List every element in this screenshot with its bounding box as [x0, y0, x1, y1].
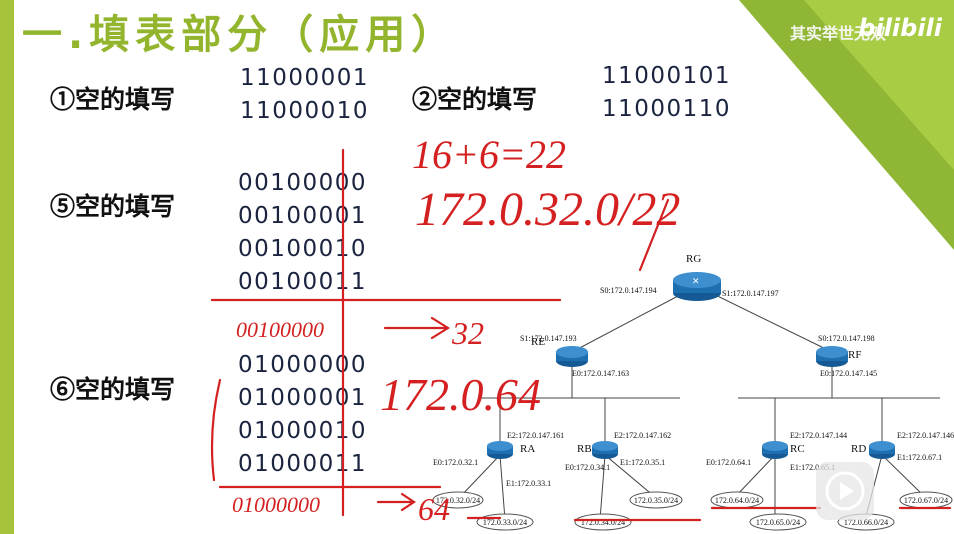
- ink-calc: 16+6=22: [412, 132, 566, 177]
- blank-5-label: ⑤空的填写: [50, 192, 176, 221]
- blank-6-label: ⑥空的填写: [50, 375, 176, 404]
- router-rc-icon: [762, 441, 788, 459]
- port-label: S0:172.0.147.194: [600, 286, 657, 295]
- blank-5-values: 00100000 00100001 00100010 00100011: [238, 167, 367, 299]
- port-label: E1:172.0.65.1: [790, 463, 835, 472]
- router-name: RF: [848, 349, 861, 361]
- router-name: RB: [577, 443, 592, 455]
- port-label: E1:172.0.67.1: [897, 453, 942, 462]
- port-label: E1:172.0.33.1: [506, 479, 551, 488]
- ink-arrow: [383, 316, 451, 340]
- router-name: RA: [520, 443, 535, 455]
- slide-title: 一.填表部分（应用）: [22, 12, 458, 58]
- ink-result-6: 172.0.64: [380, 369, 541, 420]
- binary-value: 01000000: [238, 352, 368, 378]
- svg-text:✕: ✕: [692, 276, 700, 286]
- port-label: E2:172.0.147.144: [790, 431, 847, 440]
- port-label: E2:172.0.147.146: [897, 431, 954, 440]
- blank-1-values: 11000001 11000010: [240, 62, 369, 128]
- blank-2-label: ②空的填写: [412, 85, 538, 114]
- lan-label: 172.0.67.0/24: [904, 496, 948, 505]
- binary-value: 11000001: [240, 65, 370, 91]
- port-label: E2:172.0.147.162: [614, 431, 671, 440]
- lan-label: 172.0.35.0/24: [634, 496, 678, 505]
- port-label: E0:172.0.32.1: [433, 458, 478, 467]
- binary-value: 00100011: [238, 269, 368, 295]
- ink-bracket: [210, 378, 222, 482]
- lan-label: 172.0.33.0/24: [483, 518, 527, 527]
- router-name: RE: [531, 336, 545, 348]
- lan-label: 172.0.66.0/24: [844, 518, 888, 527]
- port-label: E1:172.0.35.1: [620, 458, 665, 467]
- binary-value: 01000001: [238, 385, 368, 411]
- binary-value: 00100010: [238, 236, 368, 262]
- binary-value: 11000101: [602, 63, 732, 89]
- port-label: S0:172.0.147.198: [818, 334, 875, 343]
- port-label: S1:172.0.147.193: [520, 334, 577, 343]
- ink-result-5: 172.0.32.0/22: [415, 183, 680, 236]
- blank-6-values: 01000000 01000001 01000010 01000011: [238, 349, 367, 481]
- port-label: E0:172.0.64.1: [706, 458, 751, 467]
- router-name: RD: [851, 443, 866, 455]
- router-ra-icon: [487, 441, 513, 459]
- router-rf-icon: [816, 346, 848, 367]
- ink-value-32: 32: [451, 315, 484, 351]
- binary-value: 11000110: [602, 96, 732, 122]
- blank-2-values: 11000101 11000110: [602, 60, 731, 126]
- lan-ellipse: [574, 513, 632, 531]
- lan-ellipse: [749, 513, 807, 531]
- router-re-icon: [556, 346, 588, 367]
- ink-arrow: [376, 492, 416, 512]
- uploader-watermark: 其实举世无双: [789, 24, 886, 43]
- router-name: RC: [790, 443, 805, 455]
- binary-value: 01000011: [238, 451, 368, 477]
- router-rd-icon: [869, 441, 895, 459]
- lan-ellipse: [432, 491, 484, 509]
- router-rg-icon: ✕: [673, 272, 721, 301]
- lan-label: 172.0.64.0/24: [715, 496, 759, 505]
- port-label: E2:172.0.147.161: [507, 431, 564, 440]
- binary-value: 01000010: [238, 418, 368, 444]
- lan-ellipse: [629, 491, 683, 509]
- port-label: S1:172.0.147.197: [722, 289, 779, 298]
- left-accent-bar: [0, 0, 14, 534]
- binary-value: 00100000: [238, 170, 368, 196]
- play-icon: [825, 471, 865, 511]
- play-button[interactable]: [816, 462, 874, 520]
- ink-bits-5: 00100000: [236, 317, 324, 342]
- blank-1-label: ①空的填写: [50, 85, 176, 114]
- corner-decoration-light: [804, 0, 954, 170]
- port-label: E0:172.0.34.1: [565, 463, 610, 472]
- binary-value: 11000010: [240, 98, 370, 124]
- port-label: E0:172.0.147.163: [572, 369, 629, 378]
- router-rb-icon: [592, 441, 618, 459]
- router-name: RG: [686, 253, 701, 265]
- ink-value-64: 64: [418, 491, 450, 527]
- binary-value: 00100001: [238, 203, 368, 229]
- lan-label: 172.0.65.0/24: [756, 518, 800, 527]
- port-label: E0:172.0.147.145: [820, 369, 877, 378]
- ink-slash: [638, 198, 670, 272]
- bilibili-logo: bilibili: [858, 14, 942, 42]
- lan-label: 172.0.34.0/24: [581, 518, 625, 527]
- lan-label: 172.0.32.0/24: [436, 496, 480, 505]
- ink-bits-6: 01000000: [232, 492, 320, 517]
